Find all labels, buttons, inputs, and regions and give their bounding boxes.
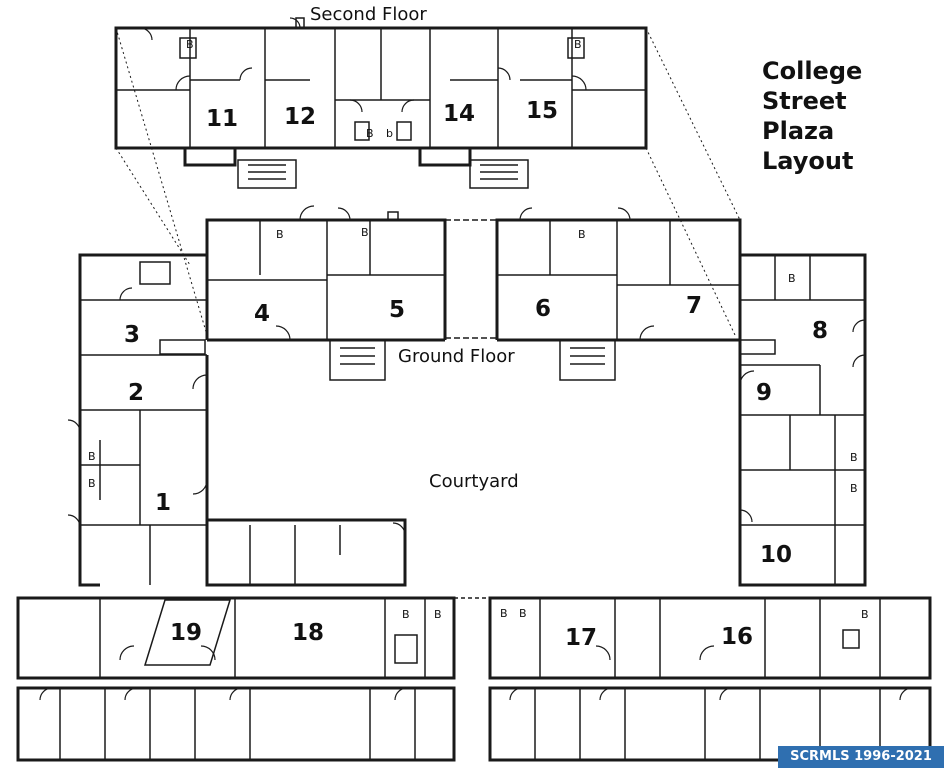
unit-12-label: 12 (284, 104, 316, 130)
bathroom-marker: B (578, 228, 586, 241)
title-line: College (762, 57, 863, 85)
title-line: Layout (762, 147, 854, 175)
bathroom-marker: B (88, 450, 96, 463)
unit-8-label: 8 (812, 318, 828, 344)
unit-5-label: 5 (389, 297, 405, 323)
unit-4-label: 4 (254, 301, 270, 327)
unit-14-label: 14 (443, 101, 475, 127)
unit-6-label: 6 (535, 296, 551, 322)
title-line: Plaza (762, 117, 835, 145)
unit-2-label: 2 (128, 380, 144, 406)
unit-19-label: 19 (170, 620, 202, 646)
unit-9-label: 9 (756, 380, 772, 406)
plan-title: College Street Plaza Layout (762, 56, 862, 176)
ground-floor-plan (16, 205, 932, 762)
unit-1-label: 1 (155, 490, 171, 516)
unit-18-label: 18 (292, 620, 324, 646)
bathroom-marker: B (276, 228, 284, 241)
bathroom-marker: B (500, 607, 508, 620)
unit-10-label: 10 (760, 542, 792, 568)
bathroom-marker: B (519, 607, 527, 620)
title-line: Street (762, 87, 847, 115)
unit-15-label: 15 (526, 98, 558, 124)
second-floor-label: Second Floor (310, 4, 427, 25)
bathroom-marker: B (361, 226, 369, 239)
bathroom-marker: B (434, 608, 442, 621)
bathroom-marker: B (574, 38, 582, 51)
bathroom-marker: B (366, 127, 374, 140)
bathroom-marker: B (186, 38, 194, 51)
ground-floor-label: Ground Floor (398, 346, 515, 367)
unit-11-label: 11 (206, 106, 238, 132)
bathroom-marker: B (788, 272, 796, 285)
bathroom-marker: B (861, 608, 869, 621)
copyright-badge: SCRMLS 1996-2021 (778, 746, 944, 768)
bathroom-marker: B (402, 608, 410, 621)
bathroom-marker: B (88, 477, 96, 490)
unit-7-label: 7 (686, 293, 702, 319)
unit-16-label: 16 (721, 624, 753, 650)
small-bath-marker: b (386, 127, 393, 140)
bathroom-marker: B (850, 482, 858, 495)
bathroom-marker: B (850, 451, 858, 464)
unit-3-label: 3 (124, 322, 140, 348)
unit-17-label: 17 (565, 625, 597, 651)
courtyard-label: Courtyard (429, 471, 519, 492)
second-floor-plan (114, 17, 648, 189)
